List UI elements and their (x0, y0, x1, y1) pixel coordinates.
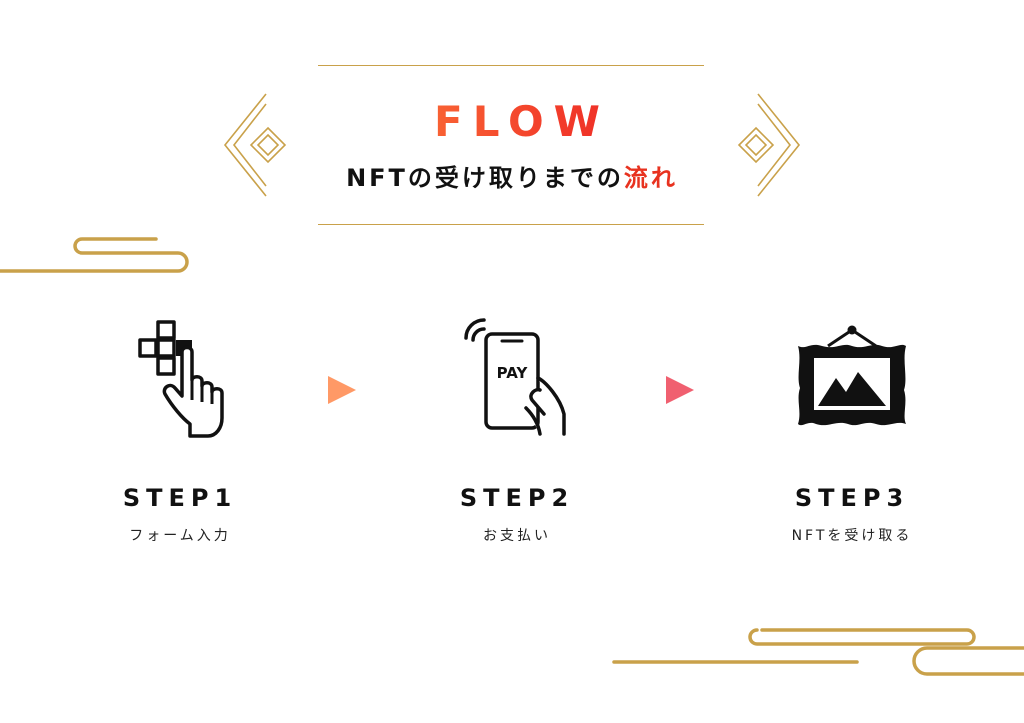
page-subtitle: NFTの受け取りまでの流れ (260, 160, 764, 196)
header-top-rule (318, 65, 704, 66)
diamond-ornament-right-icon (737, 93, 801, 197)
step2-label: STEP2 (459, 484, 575, 512)
phone-pay-text: PAY (497, 364, 529, 382)
hand-pointer-icon (138, 320, 224, 438)
step1-desc: フォーム入力 (129, 528, 231, 544)
diamond-ornament-left-icon (223, 93, 287, 197)
page-title: FLOW (300, 96, 734, 148)
subtitle-main: NFTの受け取りまでの (346, 164, 624, 192)
phone-pay-icon: PAY (464, 318, 566, 436)
arrow-right-icon (328, 376, 356, 404)
framed-picture-icon (798, 325, 906, 426)
cloud-ornament-right-icon (612, 628, 1024, 676)
step2-desc: お支払い (483, 528, 551, 544)
step1-label: STEP1 (122, 484, 238, 512)
cloud-ornament-left-icon (0, 237, 189, 273)
step3-desc: NFTを受け取る (791, 528, 913, 544)
step3-label: STEP3 (794, 484, 910, 512)
arrow-right-icon (666, 376, 694, 404)
subtitle-accent: 流れ (623, 164, 678, 192)
header-bottom-rule (318, 224, 704, 225)
